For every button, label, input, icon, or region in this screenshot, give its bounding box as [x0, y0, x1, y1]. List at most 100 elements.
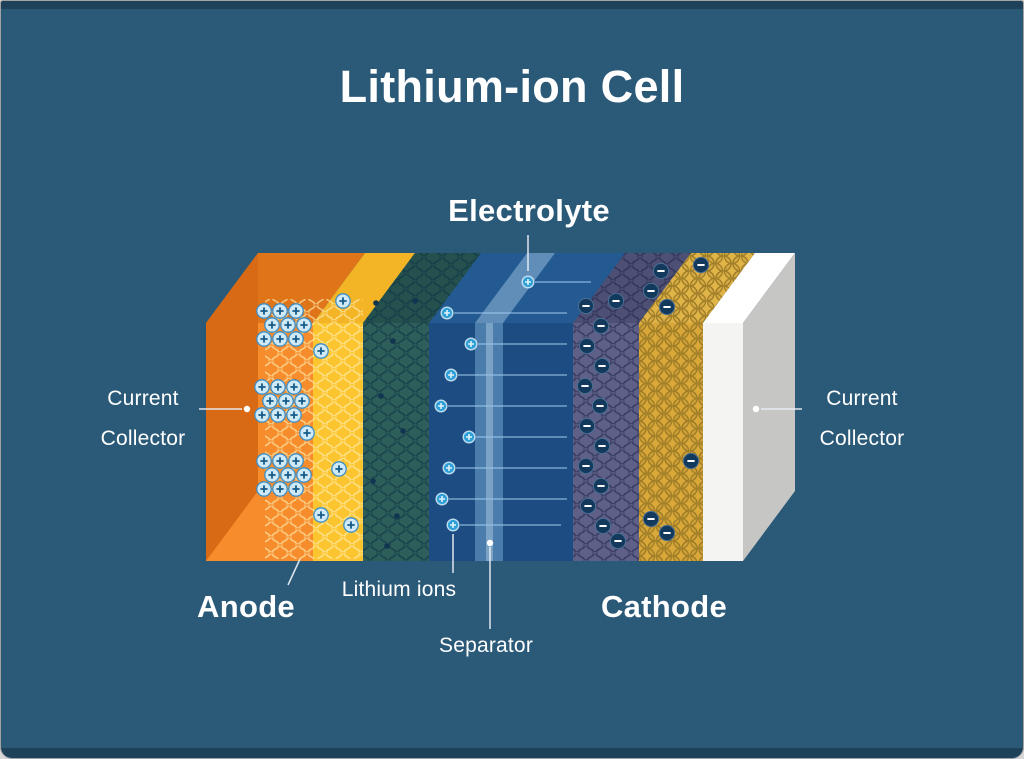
graphite-dot [390, 338, 396, 344]
lithium-ion-icon [255, 480, 273, 498]
lithium-ion-icon [312, 342, 330, 360]
label-electrolyte: Electrolyte [448, 193, 610, 228]
electron-icon [578, 417, 596, 435]
pointer-dot [486, 539, 494, 547]
lithium-ion-icon [277, 392, 295, 410]
layer-cathode-current-collector-front [703, 323, 743, 561]
lithium-ion-icon [287, 330, 305, 348]
electron-icon [592, 317, 610, 335]
graphite-hex-pattern-top [363, 253, 481, 323]
lithium-ion-icon [271, 452, 289, 470]
lithium-ion-icon [342, 516, 360, 534]
electron-icon [642, 282, 660, 300]
label-current-collector-left-line2: Collector [100, 427, 186, 450]
lithium-ion-icon [435, 492, 449, 506]
lithium-ion-icon [521, 275, 535, 289]
lithium-ion-icon [287, 480, 305, 498]
lithium-ion-icon [253, 406, 271, 424]
layer-cathode-current-collector-side [743, 253, 795, 561]
graphite-dot [378, 393, 384, 399]
graphite-hex-pattern [363, 323, 429, 561]
lithium-ion-icon [255, 330, 273, 348]
lithium-ion-icon [312, 506, 330, 524]
label-lithium-ions: Lithium ions [341, 578, 457, 601]
electron-icon [576, 377, 594, 395]
lithium-ion-icon [440, 306, 454, 320]
label-current-collector-right-line1: Current [826, 387, 898, 410]
layer-cathode-current-collector-top [703, 253, 795, 323]
electrolyte-ion-paths [434, 275, 591, 532]
lithium-ion-icon [287, 302, 305, 320]
lithium-ion-icon [279, 316, 297, 334]
electron-icon [593, 357, 611, 375]
lithium-ion-icon [271, 480, 289, 498]
lithium-ion-icon [253, 378, 271, 396]
electron-icon [594, 517, 612, 535]
electron-icon [579, 497, 597, 515]
electron-icon [578, 337, 596, 355]
electron-icon [658, 298, 676, 316]
electron-icon [593, 437, 611, 455]
lithium-ion-icon [285, 378, 303, 396]
electron-icon [577, 297, 595, 315]
lithium-ion-icon [271, 302, 289, 320]
electron-icon [607, 292, 625, 310]
lithium-ion-icon [444, 368, 458, 382]
diagram-title: Lithium-ion Cell [339, 61, 685, 112]
electron-icon [658, 524, 676, 542]
pointer-dot [243, 405, 251, 413]
lithium-ion-icon [298, 424, 316, 442]
lithium-ion-icon [255, 302, 273, 320]
lithium-ion-icon [285, 406, 303, 424]
anode-pointer-line [287, 558, 301, 586]
graphite-dot [394, 513, 400, 519]
electron-icon [652, 262, 670, 280]
lithium-ion-icon [279, 466, 297, 484]
separator-band-top [475, 253, 555, 323]
lithium-ion-icon [295, 316, 313, 334]
lithium-ion-icon [442, 461, 456, 475]
lithium-ion-icon [287, 452, 305, 470]
electron-icon [692, 256, 710, 274]
lithium-ion-icon [434, 399, 448, 413]
label-anode: Anode [197, 589, 295, 624]
electron-icon [592, 477, 610, 495]
pointer-dot [752, 405, 760, 413]
separator-band-highlight [486, 323, 493, 561]
lithium-ion-icon [271, 330, 289, 348]
graphite-dot [400, 428, 406, 434]
lithium-ion-icon [269, 378, 287, 396]
lithium-ion-icon [255, 452, 273, 470]
graphite-dot [412, 298, 418, 304]
electron-icon [577, 457, 595, 475]
lithium-ion-icon [261, 392, 279, 410]
lithium-ion-icon [293, 392, 311, 410]
slide-bottom-edge [1, 748, 1023, 758]
graphite-dot [373, 300, 379, 306]
label-current-collector-right: Current Collector [777, 379, 947, 459]
layer-anode-current-collector-side [206, 253, 258, 561]
lithium-ion-icon [462, 430, 476, 444]
lithium-ion-icon [334, 292, 352, 310]
label-current-collector-left: Current Collector [58, 379, 228, 459]
graphite-dot [384, 543, 390, 549]
electron-icon [609, 532, 627, 550]
slide-top-edge [1, 1, 1023, 9]
label-separator: Separator [438, 634, 534, 657]
lithium-ion-icon [263, 316, 281, 334]
electron-icon [682, 452, 700, 470]
label-current-collector-left-line1: Current [107, 387, 179, 410]
lithium-ion-icon [269, 406, 287, 424]
lithium-ion-icon [464, 337, 478, 351]
lithium-ion-icon [446, 518, 460, 532]
lithium-ion-icon [263, 466, 281, 484]
pointer-lines [199, 235, 802, 629]
electron-icon [591, 397, 609, 415]
electron-icon [642, 510, 660, 528]
label-cathode: Cathode [600, 589, 728, 624]
graphite-dots [370, 298, 418, 549]
lithium-ion-icon [330, 460, 348, 478]
lithium-ion-icon [295, 466, 313, 484]
